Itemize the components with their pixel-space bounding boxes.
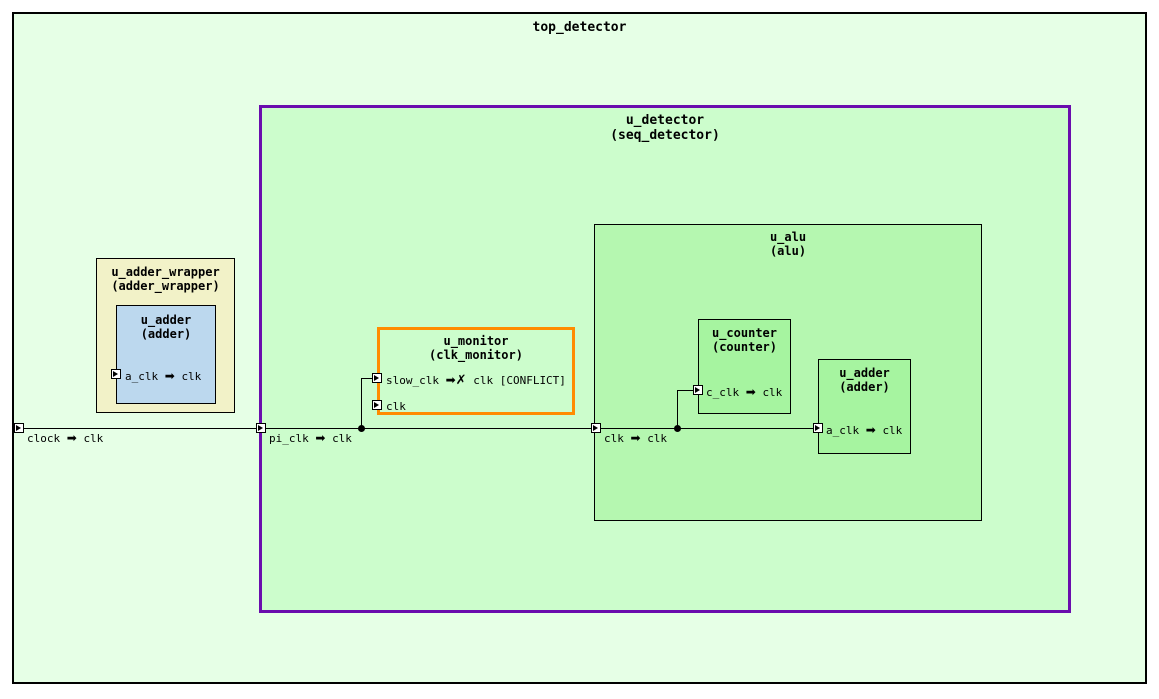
- port-label-monitor-clk: clk: [386, 401, 406, 412]
- module-box-alu-u-adder[interactable]: u_adder(adder): [818, 359, 911, 454]
- wire-branch-counter-vertical: [677, 390, 678, 428]
- arrow-icon-alu-clk: ➡: [630, 431, 641, 445]
- wire-branch-counter-horizontal: [677, 390, 698, 391]
- module-title-u-counter: u_counter(counter): [699, 326, 790, 354]
- port-label-alu-clk: clk ➡ clk: [604, 432, 667, 444]
- arrow-icon-alu-adder-a-clk: ➡: [865, 423, 876, 437]
- wire-branch-monitor-vertical: [361, 378, 362, 428]
- port-signal-pi-clk: pi_clk: [269, 432, 309, 445]
- port-target-counter-c-clk: clk: [762, 386, 783, 399]
- port-signal-counter-c-clk: c_clk: [706, 386, 740, 399]
- wire-clock-bus-root: [19, 428, 261, 429]
- port-marker-monitor-slow-clk[interactable]: [372, 373, 382, 383]
- port-marker-wrapper-adder-a-clk[interactable]: [111, 369, 121, 379]
- module-instance-u-adder-wrapper: u_adder_wrapper: [111, 265, 220, 279]
- module-title-u-detector: u_detector(seq_detector): [262, 113, 1068, 144]
- port-marker-alu-clk[interactable]: [591, 423, 601, 433]
- port-target-wrapper-adder-a-clk: clk: [181, 370, 202, 383]
- port-signal-monitor-clk: clk: [386, 400, 406, 413]
- port-label-wrapper-adder-a-clk: a_clk ➡ clk: [125, 370, 201, 382]
- module-title-u-adder-wrapper: u_adder_wrapper(adder_wrapper): [103, 265, 228, 293]
- port-signal-monitor-slow-clk: slow_clk: [386, 374, 439, 387]
- port-marker-alu-adder-a-clk[interactable]: [813, 423, 823, 433]
- port-target-monitor-slow-clk: clk: [473, 374, 494, 387]
- module-instance-u-counter: u_counter: [711, 326, 778, 340]
- port-target-top-clock: clk: [83, 432, 104, 445]
- port-signal-wrapper-adder-a-clk: a_clk: [125, 370, 159, 383]
- module-instance-u-detector: u_detector: [625, 113, 705, 128]
- module-type-wrapper-u-adder: (adder): [140, 327, 192, 342]
- wire-clock-bus-detector: [261, 428, 596, 429]
- port-target-alu-adder-a-clk: clk: [882, 424, 903, 437]
- port-label-counter-c-clk: c_clk ➡ clk: [706, 386, 782, 398]
- port-label-top-clock: clock ➡ clk: [27, 432, 103, 444]
- wire-clock-bus-alu: [596, 428, 819, 429]
- status-badge-conflict: [CONFLICT]: [499, 374, 566, 387]
- module-title-top-detector: top_detector: [532, 20, 627, 35]
- port-label-alu-adder-a-clk: a_clk ➡ clk: [826, 424, 902, 436]
- module-type-u-adder-wrapper: (adder_wrapper): [111, 279, 220, 294]
- module-type-alu-u-adder: (adder): [839, 380, 890, 395]
- arrow-icon-pi-clk: ➡: [315, 431, 326, 445]
- module-type-u-monitor: (clk_monitor): [429, 348, 523, 363]
- module-instance-u-alu: u_alu: [769, 230, 807, 244]
- module-instance-u-monitor: u_monitor: [443, 334, 509, 348]
- wire-branch-monitor-horizontal: [361, 378, 377, 379]
- port-marker-monitor-clk[interactable]: [372, 400, 382, 410]
- arrow-icon-counter-c-clk: ➡: [745, 385, 756, 399]
- module-title-u-monitor: u_monitor(clk_monitor): [380, 334, 572, 362]
- port-marker-pi-clk[interactable]: [256, 423, 266, 433]
- module-title-alu-u-adder: u_adder(adder): [819, 366, 910, 394]
- arrow-icon-wrapper-adder-a-clk: ➡: [164, 369, 175, 383]
- port-signal-alu-adder-a-clk: a_clk: [826, 424, 860, 437]
- port-target-alu-clk: clk: [647, 432, 668, 445]
- port-label-pi-clk: pi_clk ➡ clk: [269, 432, 352, 444]
- module-type-u-alu: (alu): [769, 244, 807, 259]
- port-label-monitor-slow-clk: slow_clk ➡✗ clk [CONFLICT]: [386, 374, 566, 387]
- port-marker-counter-c-clk[interactable]: [693, 385, 703, 395]
- module-instance-alu-u-adder: u_adder: [839, 366, 890, 380]
- arrow-icon-monitor-slow-clk: ➡: [445, 373, 456, 387]
- module-box-wrapper-u-adder[interactable]: u_adder(adder): [116, 305, 216, 404]
- module-title-wrapper-u-adder: u_adder(adder): [117, 313, 215, 341]
- module-box-u-monitor[interactable]: u_monitor(clk_monitor): [377, 327, 575, 415]
- module-title-u-alu: u_alu(alu): [595, 230, 981, 258]
- wire-junction-monitor: [358, 425, 365, 432]
- port-signal-top-clock: clock: [27, 432, 61, 445]
- module-type-u-counter: (counter): [711, 340, 778, 355]
- port-marker-top-clock[interactable]: [14, 423, 24, 433]
- wire-junction-counter: [674, 425, 681, 432]
- module-type-u-detector: (seq_detector): [610, 128, 720, 144]
- arrow-icon-top-clock: ➡: [66, 431, 77, 445]
- port-target-pi-clk: clk: [332, 432, 352, 445]
- module-box-u-counter[interactable]: u_counter(counter): [698, 319, 791, 414]
- module-instance-wrapper-u-adder: u_adder: [140, 313, 192, 327]
- port-signal-alu-clk: clk: [604, 432, 624, 445]
- conflict-x-icon: ✗: [455, 373, 467, 388]
